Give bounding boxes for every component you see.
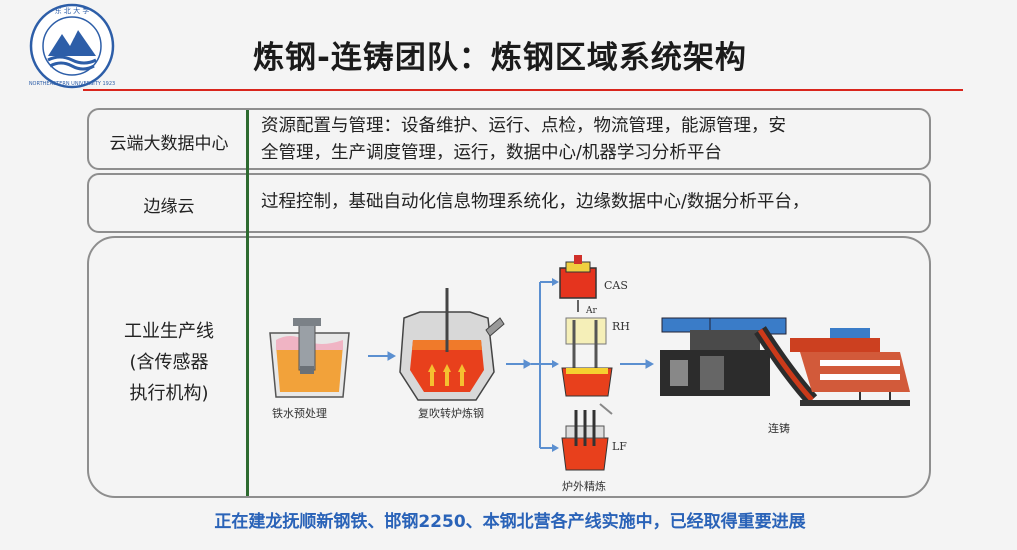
cloud-desc-line-1: 资源配置与管理：设备维护、运行、点检，物流管理，能源管理，安: [261, 116, 786, 136]
production-label-line-2: (含传感器: [129, 352, 209, 373]
page-title: 炼钢-连铸团队：炼钢区域系统架构: [253, 40, 747, 76]
edge-cloud-row: 边缘云 过程控制，基础自动化信息物理系统化，边缘数据中心/数据分析平台，: [87, 173, 931, 233]
pretreatment-caption: 铁水预处理: [272, 407, 327, 420]
svg-text:东 北 大 学: 东 北 大 学: [55, 6, 90, 15]
cloud-data-center-label: 云端大数据中心: [109, 134, 229, 154]
edge-cloud-description: 过程控制，基础自动化信息物理系统化，边缘数据中心/数据分析平台，: [261, 192, 810, 212]
title-underline: [83, 89, 963, 91]
edge-cloud-label: 边缘云: [143, 197, 195, 217]
cloud-desc-line-2: 全管理，生产调度管理，运行，数据中心/机器学习分析平台: [261, 143, 722, 163]
rh-caption: RH: [612, 320, 630, 333]
cloud-data-center-row: 云端大数据中心 资源配置与管理：设备维护、运行、点检，物流管理，能源管理，安 全…: [87, 108, 931, 170]
production-line-row: 工业生产线 (含传感器 执行机构): [87, 236, 931, 498]
production-line-label: 工业生产线 (含传感器 执行机构): [89, 316, 249, 409]
production-label-line-1: 工业生产线: [124, 321, 214, 342]
cas-caption: CAS: [604, 279, 628, 292]
production-label-line-3: 执行机构): [129, 383, 209, 404]
column-divider: [246, 110, 249, 496]
converter-caption: 复吹转炉炼钢: [418, 407, 484, 420]
casting-caption: 连铸: [768, 422, 790, 435]
cloud-data-center-description: 资源配置与管理：设备维护、运行、点检，物流管理，能源管理，安 全管理，生产调度管…: [261, 113, 917, 167]
lf-caption: LF: [612, 440, 627, 453]
ar-caption: Ar: [586, 306, 597, 316]
refining-caption: 炉外精炼: [562, 480, 606, 493]
footer-note: 正在建龙抚顺新钢铁、邯钢2250、本钢北营各产线实施中，已经取得重要进展: [214, 512, 806, 532]
university-logo: 东 北 大 学 NORTHEASTERN UNIVERSITY 1923: [29, 3, 115, 89]
svg-text:NORTHEASTERN UNIVERSITY 1923: NORTHEASTERN UNIVERSITY 1923: [29, 81, 115, 87]
